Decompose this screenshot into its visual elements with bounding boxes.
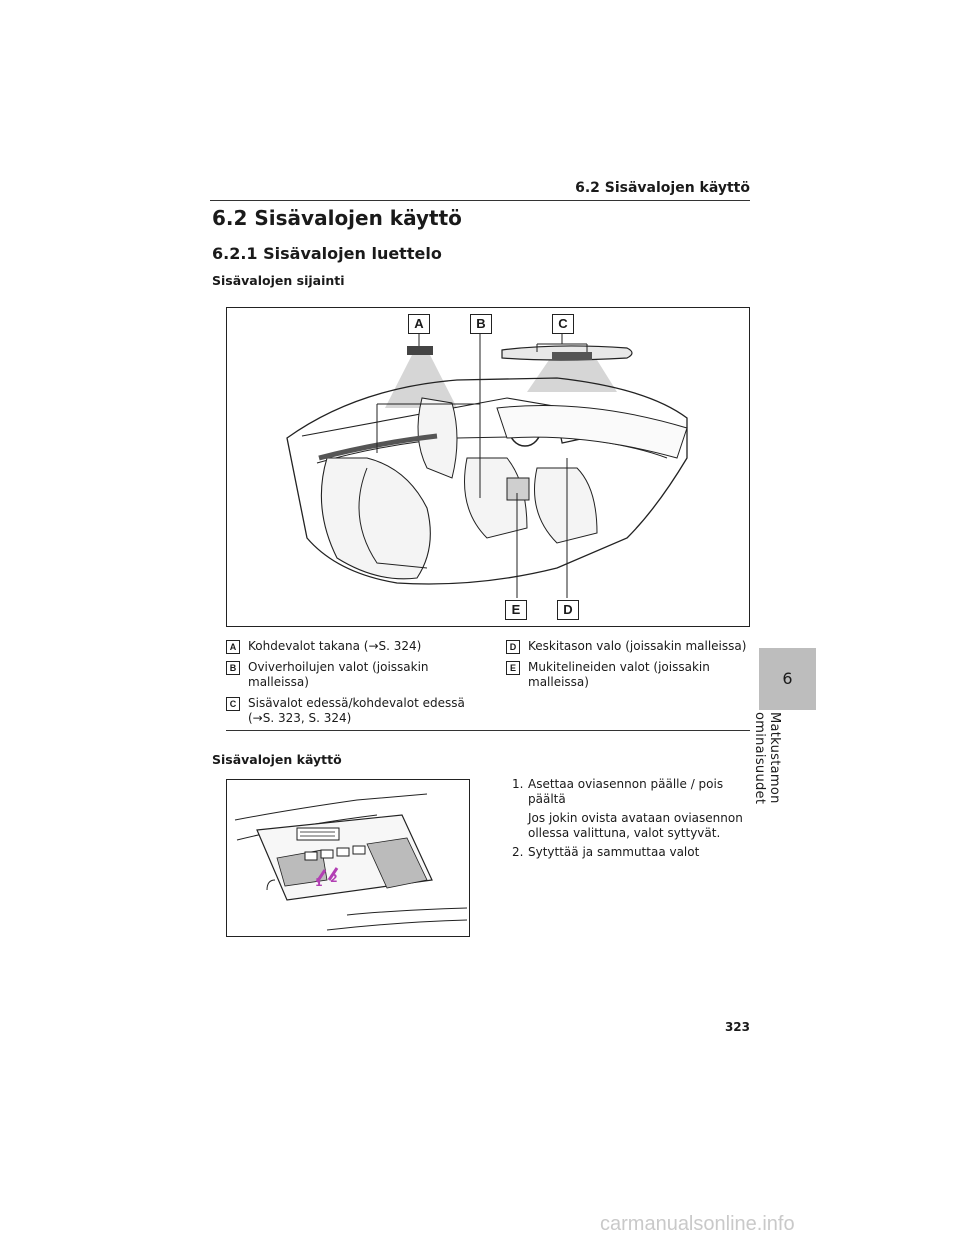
step-number: 1.	[512, 777, 524, 791]
legend-text: Kohdevalot takana (→S. 324)	[248, 639, 422, 653]
location-heading: Sisävalojen sijainti	[212, 273, 345, 288]
label-d: D	[557, 600, 579, 620]
lamp-switch	[320, 849, 334, 859]
legend-text: Keskitason valo (joissakin malleissa)	[528, 639, 747, 653]
watermark: carmanualsonline.info	[600, 1213, 795, 1235]
subsection-title: 6.2.1 Sisävalojen luettelo	[212, 244, 442, 263]
rear-spot-light	[407, 346, 433, 355]
label-c: C	[552, 314, 574, 334]
overhead-console-illustration	[234, 793, 468, 931]
running-head: 6.2 Sisävalojen käyttö	[210, 180, 750, 201]
usage-heading: Sisävalojen käyttö	[212, 752, 342, 767]
label-a: A	[408, 314, 430, 334]
legend-key: C	[226, 697, 240, 711]
label-e: E	[505, 600, 527, 620]
chapter-label: Matkustamon ominaisuudet	[752, 712, 782, 805]
divider	[226, 730, 750, 731]
legend-text: Oviverhoilujen valot (joissakin malleiss…	[248, 660, 429, 689]
label-b: B	[470, 314, 492, 334]
right-lamp-lens	[366, 837, 428, 889]
callout-2: 2	[330, 872, 338, 885]
step-text: Asettaa oviasennon päälle / pois päältä	[528, 777, 724, 806]
callout-1: 1	[315, 876, 323, 889]
step-text: Sytyttää ja sammuttaa valot	[528, 845, 700, 859]
front-light-cone	[527, 360, 617, 392]
car-interior-illustration	[286, 334, 688, 598]
legend-text: Mukitelineiden valot (joissakin malleiss…	[528, 660, 710, 689]
section-title: 6.2 Sisävalojen käyttö	[212, 206, 462, 230]
legend-key: D	[506, 640, 520, 654]
chapter-tab: 6	[759, 648, 816, 710]
step-number: 2.	[512, 845, 524, 859]
legend-key: E	[506, 661, 520, 675]
overhead-console-figure: 1 2	[226, 779, 470, 937]
legend-key: B	[226, 661, 240, 675]
legend-text: Sisävalot edessä/kohdevalot edessä (→S. …	[248, 696, 465, 725]
step-text: Jos jokin ovista avataan oviasennon olle…	[528, 811, 743, 840]
door-switch	[304, 851, 318, 861]
page-number: 323	[724, 1020, 750, 1034]
interior-lights-figure: A B C E D	[226, 307, 750, 627]
rear-spot-light-cone	[385, 353, 457, 408]
vent-slot	[296, 827, 340, 841]
legend-key: A	[226, 640, 240, 654]
